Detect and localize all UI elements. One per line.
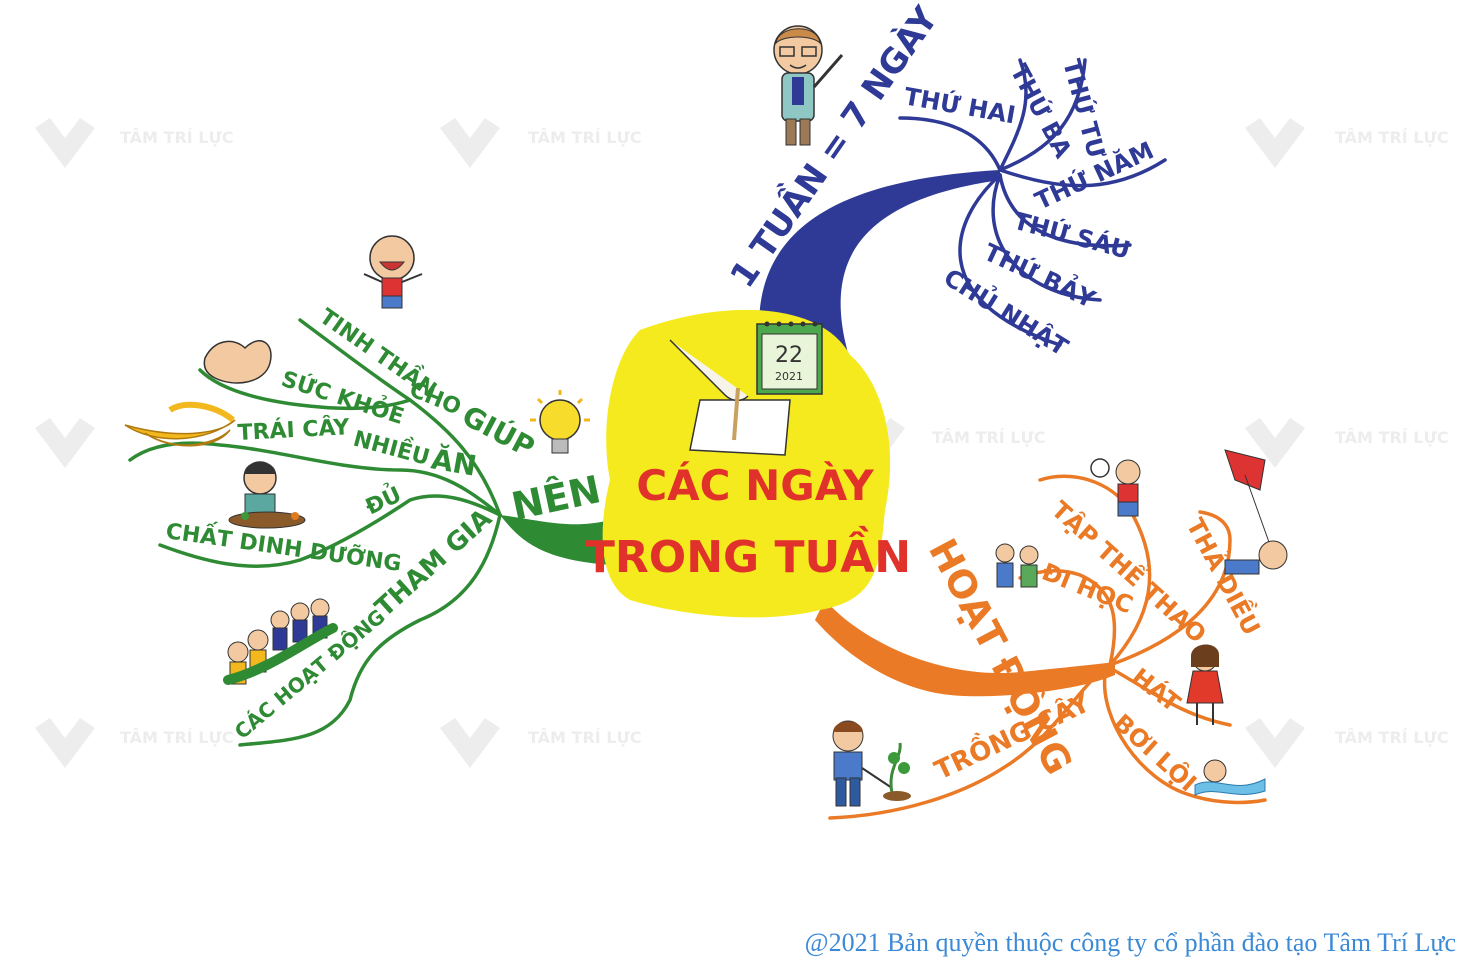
watermark-logo-icon xyxy=(35,418,95,468)
boy-eating-icon xyxy=(228,461,306,529)
lightbulb-icon xyxy=(530,390,590,454)
singing-girl-icon xyxy=(1186,644,1224,725)
center-title-line1: CÁC NGÀY xyxy=(636,460,874,510)
calendar-year: 2021 xyxy=(775,370,803,383)
watermark-logo-icon xyxy=(35,718,95,768)
calendar-day: 22 xyxy=(775,343,803,368)
teacher-icon xyxy=(773,25,844,146)
calendar-icon: 22 2021 xyxy=(756,321,823,395)
label-nhieu: NHIỀU xyxy=(350,423,433,471)
planting-boy-icon xyxy=(832,720,911,807)
center-title-line2: TRONG TUẦN xyxy=(585,525,911,583)
day-thu-hai: THỨ HAI xyxy=(902,80,1018,129)
watermark-logo-icon xyxy=(1245,718,1305,768)
school-kids-icon xyxy=(995,543,1039,588)
branch-should-main xyxy=(500,515,612,565)
branch-activities-main xyxy=(815,600,1115,697)
muscle-arm-icon xyxy=(203,340,272,384)
activity-hat: HÁT xyxy=(1126,662,1186,718)
kite-kid-icon xyxy=(1224,449,1288,575)
label-trai-cay: TRÁI CÂY xyxy=(237,414,351,446)
watermark-text: TÂM TRÍ LỰC xyxy=(932,428,1046,447)
watermark-text: TÂM TRÍ LỰC xyxy=(528,728,642,747)
branch-week-subbranches xyxy=(898,58,1167,347)
hand-writing-icon xyxy=(669,339,791,456)
copyright-text: @2021 Bản quyền thuộc công ty cổ phần đà… xyxy=(804,928,1456,957)
watermark-text: TÂM TRÍ LỰC xyxy=(1335,728,1449,747)
branch-should-label: NÊN xyxy=(508,467,605,529)
watermark-logo-icon xyxy=(440,118,500,168)
soccer-kid-icon xyxy=(1090,458,1141,517)
watermark-logo-icon xyxy=(35,118,95,168)
watermark-text: TÂM TRÍ LỰC xyxy=(528,128,642,147)
watermark-text: TÂM TRÍ LỰC xyxy=(1335,428,1449,447)
label-an: ĂN xyxy=(429,441,479,482)
happy-kid-icon xyxy=(363,235,423,309)
label-du: ĐỦ xyxy=(361,480,406,521)
tug-of-war-icon xyxy=(223,598,338,685)
watermark-text: TÂM TRÍ LỰC xyxy=(1335,128,1449,147)
swimmer-icon xyxy=(1194,759,1266,796)
activity-boi-loi: BƠI LỘI xyxy=(1108,707,1203,797)
banana-icon xyxy=(124,401,236,447)
watermark-logo-icon xyxy=(1245,118,1305,168)
watermark-text: TÂM TRÍ LỰC xyxy=(120,728,234,747)
watermark-text: TÂM TRÍ LỰC xyxy=(120,128,234,147)
branch-week-main xyxy=(759,170,1000,360)
watermark-group: TÂM TRÍ LỰC TÂM TRÍ LỰC TÂM TRÍ LỰC TÂM … xyxy=(35,118,1449,768)
watermark-logo-icon xyxy=(440,718,500,768)
watermark-logo-icon xyxy=(1245,418,1305,468)
